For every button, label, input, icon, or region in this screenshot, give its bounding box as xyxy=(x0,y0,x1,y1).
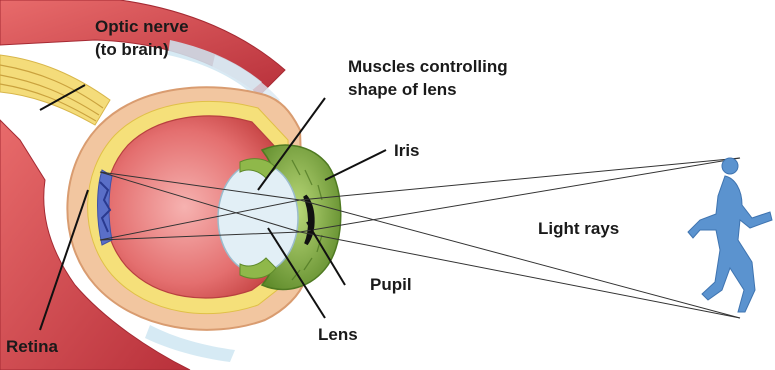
label-optic-nerve-1: Optic nerve xyxy=(95,17,189,36)
label-retina: Retina xyxy=(6,337,59,356)
label-lens: Lens xyxy=(318,325,358,344)
label-pupil: Pupil xyxy=(370,275,412,294)
optic-nerve xyxy=(0,55,110,125)
label-iris: Iris xyxy=(394,141,420,160)
label-muscles-2: shape of lens xyxy=(348,80,457,99)
label-muscles-1: Muscles controlling xyxy=(348,57,508,76)
running-figure xyxy=(688,158,772,312)
label-optic-nerve-2: (to brain) xyxy=(95,40,169,59)
label-light-rays: Light rays xyxy=(538,219,619,238)
